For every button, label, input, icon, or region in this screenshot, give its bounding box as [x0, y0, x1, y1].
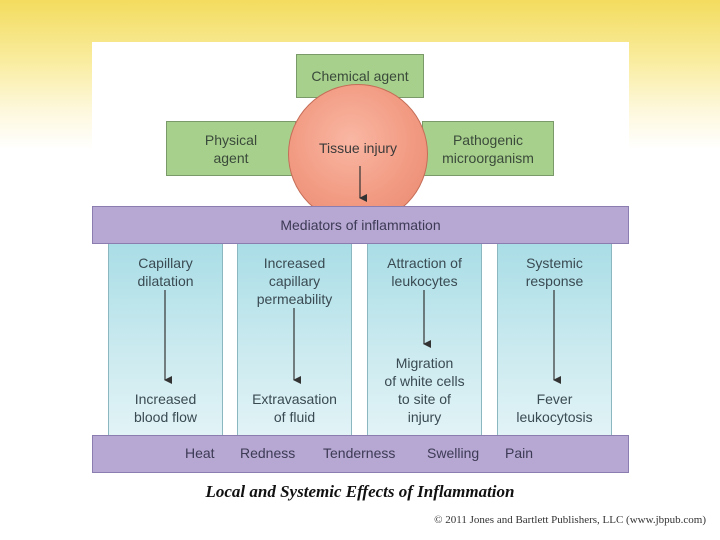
tissue-injury-circle [288, 84, 428, 224]
physical-agent-box: Physical agent [166, 121, 296, 176]
tissue-injury-label: Tissue injury [318, 140, 398, 156]
column-2-bottom-text: Extravasation of fluid [252, 391, 337, 425]
effects-bar: Heat Redness Tenderness Swelling Pain [92, 435, 629, 473]
column-4-top-text: Systemic response [525, 255, 584, 289]
column-1-bottom-text: Increased blood flow [133, 391, 198, 425]
effect-swelling: Swelling [427, 445, 480, 461]
inflammation-diagram: Capillary dilatation Increased blood flo… [92, 42, 629, 477]
figure-caption: Local and Systemic Effects of Inflammati… [205, 482, 515, 501]
copyright-notice: © 2011 Jones and Bartlett Publishers, LL… [434, 514, 706, 526]
mediators-label: Mediators of inflammation [280, 217, 441, 233]
mediators-bar: Mediators of inflammation [92, 206, 629, 244]
column-capillary-dilatation: Capillary dilatation Increased blood flo… [108, 242, 223, 436]
column-4-bottom-text: Fever leukocytosis [516, 391, 593, 425]
pathogenic-microorganism-box: Pathogenic microorganism [422, 121, 554, 176]
effect-tenderness: Tenderness [323, 445, 396, 461]
effect-heat: Heat [185, 445, 215, 461]
arrows-layer [164, 166, 561, 384]
column-2-top-text: Increased capillary permeability [256, 255, 333, 307]
effect-redness: Redness [240, 445, 296, 461]
column-systemic-response: Systemic response Fever leukocytosis [497, 242, 612, 436]
column-leukocytes: Attraction of leukocytes Migration of wh… [367, 242, 482, 436]
column-1-top-text: Capillary dilatation [137, 255, 194, 289]
column-3-top-text: Attraction of leukocytes [387, 255, 462, 289]
effect-pain: Pain [505, 445, 534, 461]
column-3-bottom-text: Migration of white cells to site of inju… [384, 355, 465, 425]
chemical-agent-box: Chemical agent [296, 54, 424, 98]
